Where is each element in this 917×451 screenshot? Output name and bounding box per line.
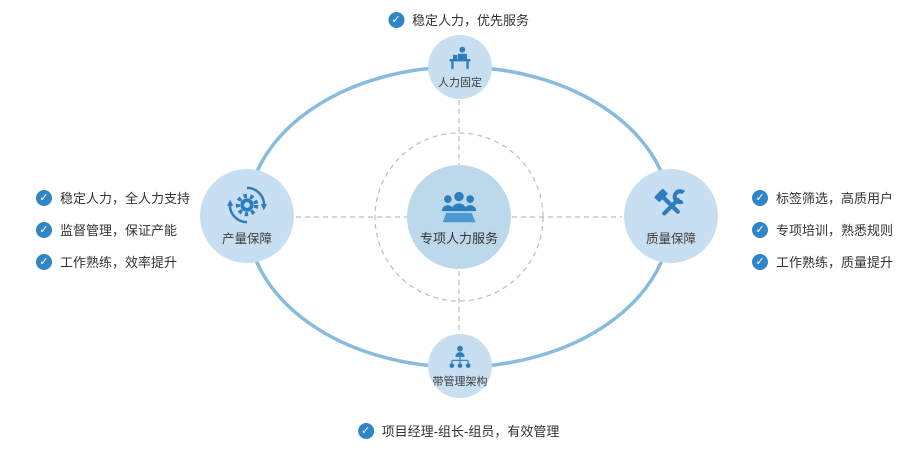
- node-bottom: 带管理架构: [428, 334, 492, 398]
- list-item: ✓ 稳定人力，全人力支持: [36, 188, 190, 207]
- callout-left-text-1: 稳定人力，全人力支持: [60, 191, 191, 206]
- people-group-icon: [438, 188, 480, 224]
- callout-left-list: ✓ 稳定人力，全人力支持 ✓ 监督管理，保证产能 ✓ 工作熟练，效率提升: [36, 188, 190, 271]
- list-item: ✓ 工作熟练，效率提升: [36, 252, 190, 271]
- node-right: 质量保障: [624, 169, 718, 263]
- callout-right-text-2: 专项培训，熟悉规则: [776, 223, 894, 238]
- callout-right-text-3: 工作熟练，质量提升: [776, 255, 894, 270]
- list-item: ✓ 标签筛选，高质用户: [752, 188, 893, 207]
- node-left: 产量保障: [200, 169, 294, 263]
- node-top: 人力固定: [428, 35, 492, 99]
- list-item: ✓ 专项培训，熟悉规则: [752, 220, 893, 239]
- node-top-label: 人力固定: [438, 76, 482, 89]
- callout-top-text: 稳定人力，优先服务: [411, 13, 530, 28]
- callout-bottom-text: 项目经理-组长-组员，有效管理: [381, 424, 560, 439]
- callout-right-text-1: 标签筛选，高质用户: [776, 191, 894, 206]
- check-icon: ✓: [752, 221, 768, 238]
- check-icon: ✓: [357, 422, 374, 439]
- list-item: ✓ 工作熟练，质量提升: [752, 252, 893, 271]
- check-icon: ✓: [36, 189, 52, 206]
- list-item: ✓ 监督管理，保证产能: [36, 220, 190, 239]
- center-node-label: 专项人力服务: [419, 230, 498, 246]
- gear-sync-icon: [227, 185, 267, 225]
- center-node: 专项人力服务: [407, 165, 511, 269]
- tools-icon: [651, 185, 691, 225]
- check-icon: ✓: [752, 189, 768, 206]
- dashed-circle: [374, 132, 544, 302]
- callout-left-text-2: 监督管理，保证产能: [60, 223, 178, 238]
- node-left-label: 产量保障: [221, 232, 272, 246]
- node-right-label: 质量保障: [645, 232, 696, 246]
- check-icon: ✓: [752, 253, 768, 270]
- callout-bottom: ✓ 项目经理-组长-组员，有效管理: [357, 421, 560, 440]
- person-desk-icon: [446, 45, 474, 73]
- node-bottom-label: 带管理架构: [432, 375, 488, 388]
- callout-right-list: ✓ 标签筛选，高质用户 ✓ 专项培训，熟悉规则 ✓ 工作熟练，质量提升: [752, 188, 893, 271]
- check-icon: ✓: [387, 11, 404, 28]
- check-icon: ✓: [36, 221, 52, 238]
- callout-left-text-3: 工作熟练，效率提升: [60, 255, 178, 270]
- check-icon: ✓: [36, 253, 52, 270]
- callout-top: ✓ 稳定人力，优先服务: [387, 10, 530, 29]
- org-structure-icon: [446, 344, 474, 372]
